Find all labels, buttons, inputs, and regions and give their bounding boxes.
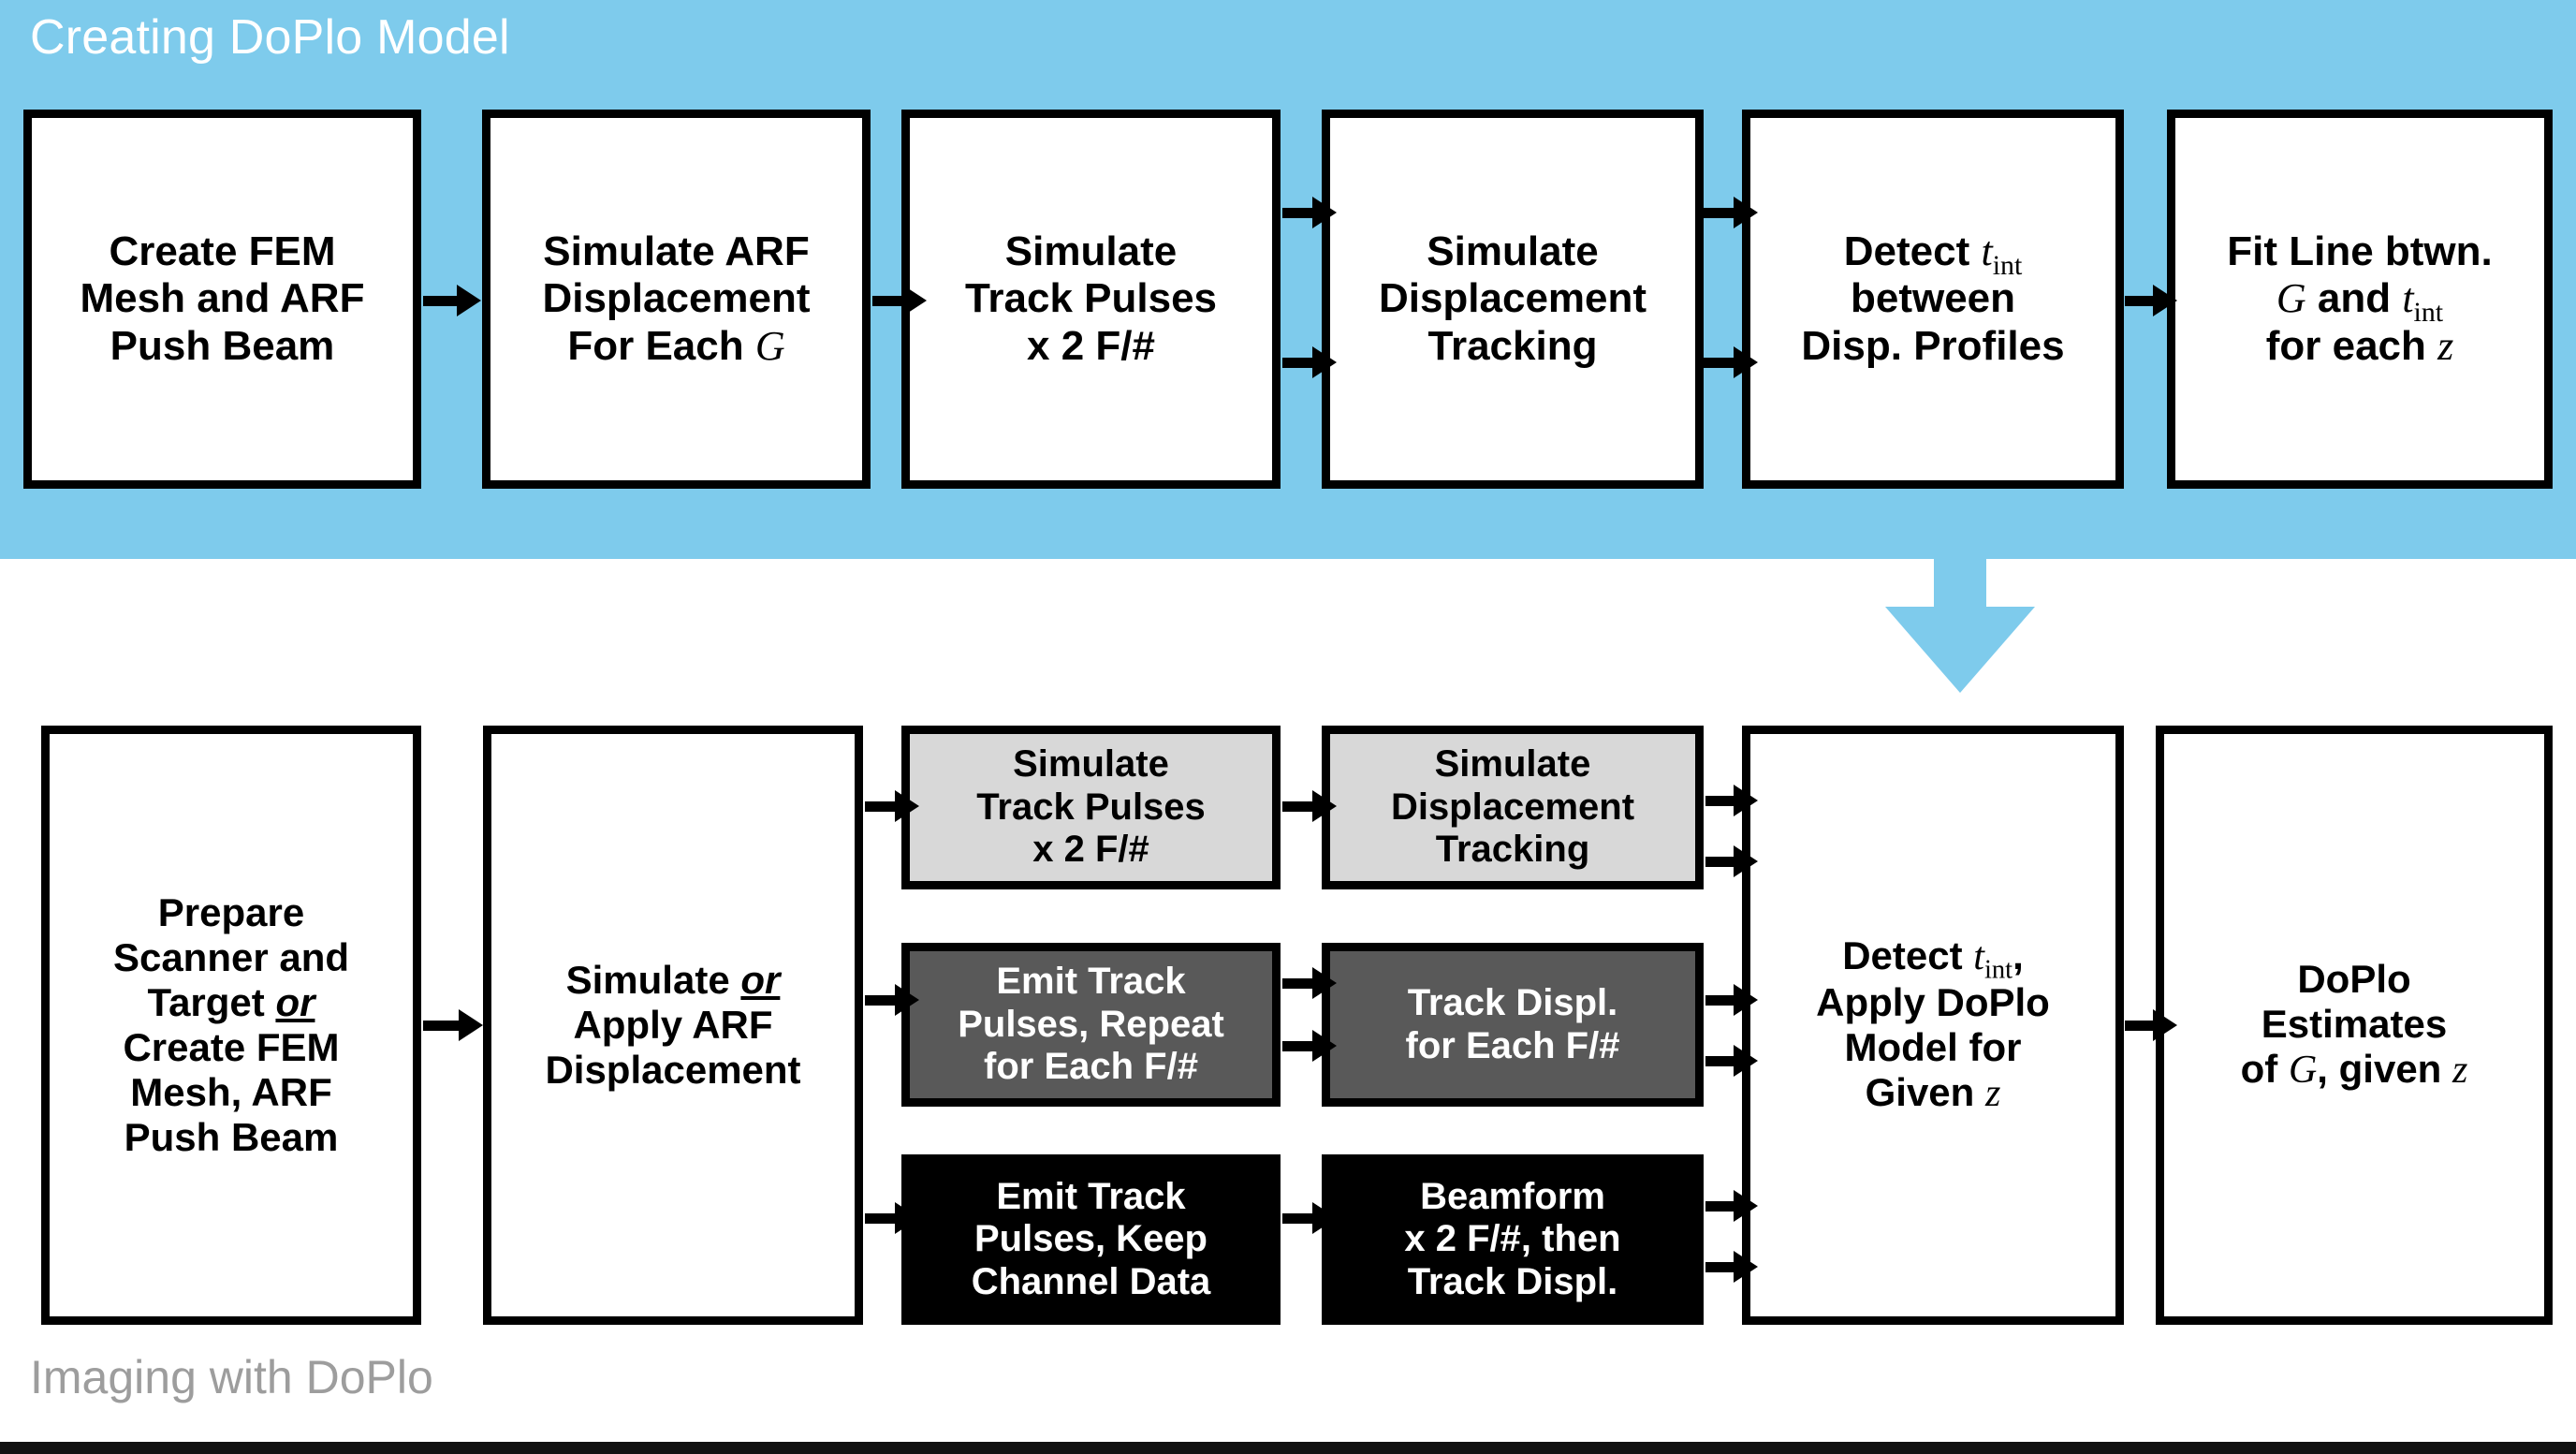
arrow-track-pulses-to-disp-tracking-lower <box>1282 346 1339 378</box>
arrow-branch-light-to-detect-doplo-upper <box>1705 785 1760 816</box>
arrow-prepare-to-simulate-apply <box>423 1009 485 1041</box>
top-section-banner <box>0 0 2576 559</box>
arrow-emit-repeat-to-track-displ-lower <box>1282 1030 1339 1062</box>
top-section-title: Creating DoPlo Model <box>30 10 510 65</box>
arrow-simulate-apply-to-branch-black <box>865 1202 921 1234</box>
arrow-branch-dark-to-detect-doplo-upper <box>1705 984 1760 1016</box>
arrow-detect-tint-to-fit-line <box>2125 285 2179 316</box>
arrow-emit-repeat-to-track-displ-upper <box>1282 967 1339 999</box>
arrow-branch-black-to-detect-doplo-upper <box>1705 1190 1760 1222</box>
arrow-disp-tracking-to-detect-tint-lower <box>1704 346 1760 378</box>
arrow-branch-black-to-detect-doplo-lower <box>1705 1251 1760 1283</box>
arrow-simulate-apply-to-branch-dark <box>865 984 921 1016</box>
blue-down-arrow-icon <box>1885 524 2035 693</box>
arrow-detect-doplo-to-estimates <box>2125 1009 2179 1041</box>
bottom-rule <box>0 1442 2576 1454</box>
process-box-track-displ-for-each-fnum: Track Displ.for Each F/# <box>1322 943 1704 1107</box>
arrow-disp-tracking-to-detect-tint-upper <box>1704 197 1760 228</box>
arrow-sim-track-pulses-to-sim-disp-tracking-b <box>1282 790 1339 822</box>
arrow-simulate-arf-to-track-pulses <box>872 285 929 316</box>
arrow-branch-dark-to-detect-doplo-lower <box>1705 1045 1760 1077</box>
bottom-section-title: Imaging with DoPlo <box>30 1351 433 1403</box>
arrow-emit-keep-to-beamform <box>1282 1202 1339 1234</box>
arrow-track-pulses-to-disp-tracking-upper <box>1282 197 1339 228</box>
box-label: Track Displ.for Each F/# <box>1405 981 1620 1066</box>
arrow-branch-light-to-detect-doplo-lower <box>1705 845 1760 877</box>
arrow-simulate-apply-to-branch-light <box>865 790 921 822</box>
arrow-create-fem-to-simulate-arf <box>423 285 481 316</box>
